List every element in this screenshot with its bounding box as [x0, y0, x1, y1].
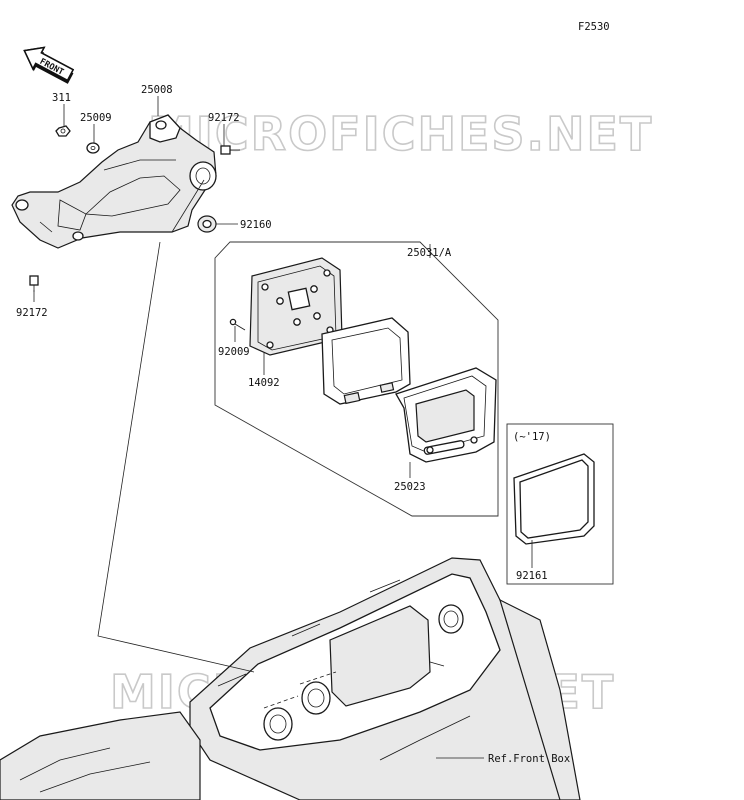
- screw-92009: [229, 318, 246, 331]
- front-box-dash: [0, 557, 581, 800]
- figure-code: F2530: [578, 21, 610, 33]
- front-arrow-icon: FRONT: [23, 46, 75, 84]
- assembly-25031a-boundary: [214, 241, 499, 517]
- meter-inner-frame: [321, 317, 411, 405]
- label-ref-front-box: Ref.Front Box: [488, 753, 570, 765]
- meter-25023: [395, 367, 497, 463]
- meter-case-14092: [249, 257, 343, 356]
- bolt-92172-top: [220, 145, 240, 155]
- label-92172-left: 92172: [16, 307, 48, 319]
- bolt-92172-left: [29, 275, 39, 292]
- label-311: 311: [52, 92, 71, 104]
- label-92009: 92009: [218, 346, 250, 358]
- label-25031a: 25031/A: [407, 247, 452, 259]
- seal-92161: [513, 453, 595, 545]
- watermark-top: MICROFICHES.NET: [148, 107, 653, 161]
- washer-25009: [86, 142, 100, 154]
- nut-311: [55, 125, 71, 137]
- label-92172-top: 92172: [208, 112, 240, 124]
- label-25009: 25009: [80, 112, 112, 124]
- bracket-25008: [11, 114, 217, 249]
- grommet-92160: [197, 215, 217, 233]
- leader-lines: [33, 96, 533, 759]
- inset-box-92161: [506, 423, 614, 585]
- label-25008: 25008: [141, 84, 173, 96]
- label-92161: 92161: [516, 570, 548, 582]
- label-year-note: (~'17): [513, 431, 551, 443]
- label-92160: 92160: [240, 219, 272, 231]
- label-14092: 14092: [248, 377, 280, 389]
- label-25023: 25023: [394, 481, 426, 493]
